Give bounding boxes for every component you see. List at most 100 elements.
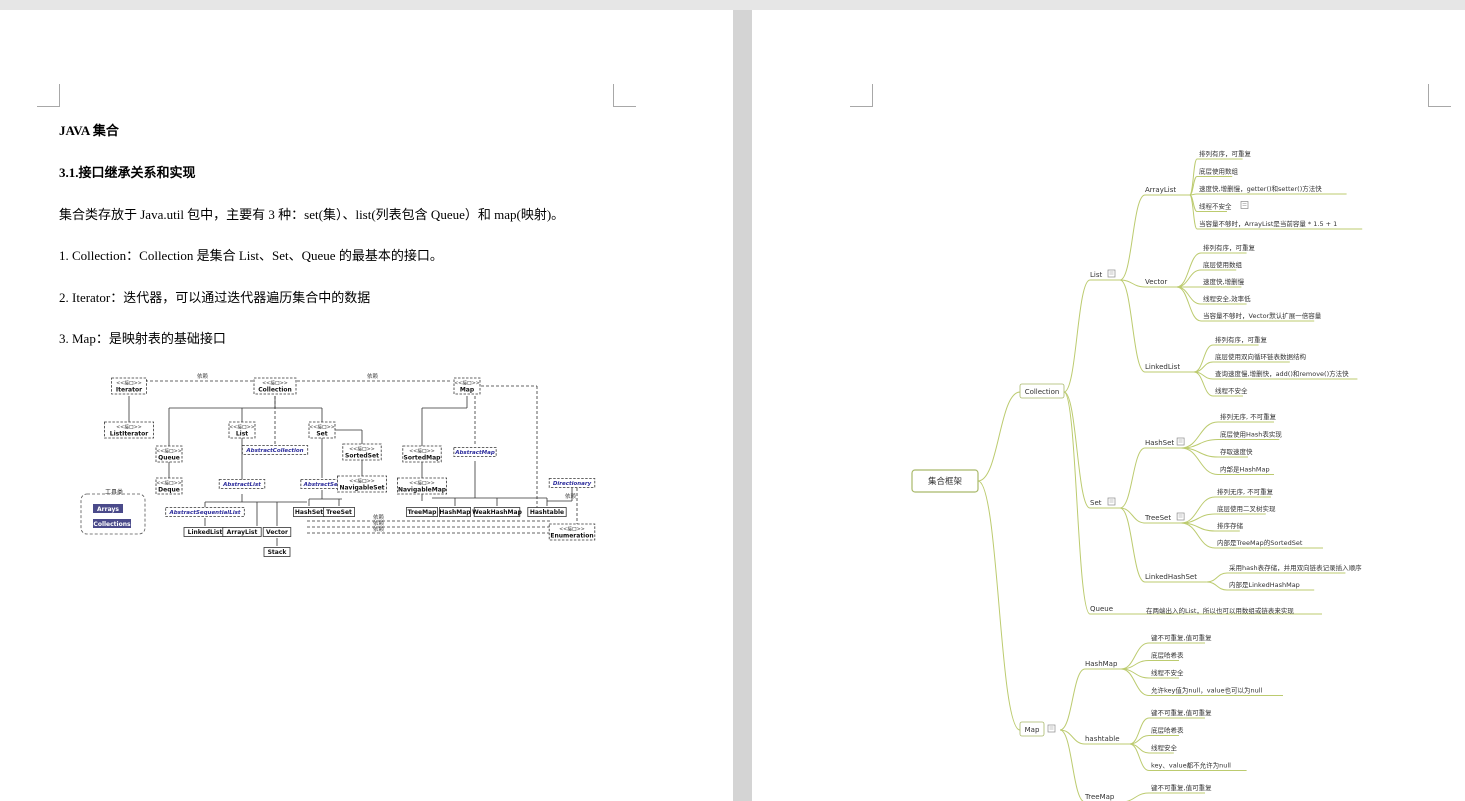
note-icon <box>1107 269 1116 278</box>
depends-label: 依赖 <box>373 513 385 521</box>
note-icon <box>1107 497 1116 506</box>
class-node-linkedlist: LinkedList <box>183 527 227 537</box>
class-node-map: <<接口>>Map <box>453 377 481 395</box>
window-top-bar <box>0 0 1465 10</box>
class-node-label: Map <box>460 387 475 394</box>
class-node-stereotype: <<接口>> <box>262 380 288 387</box>
class-node-sortedmap: <<接口>>SortedMap <box>402 445 442 463</box>
class-node-directionary: Directionary <box>548 478 596 488</box>
mind-map-linkedlist: LinkedList <box>1145 363 1180 371</box>
mind-map-root-box <box>911 469 979 493</box>
class-node-abstractsequentiallist: AbstractSequentialList <box>165 507 245 517</box>
class-node-label: SortedMap <box>404 455 442 462</box>
mind-map-note: 内部是LinkedHashMap <box>1229 580 1300 589</box>
mind-map-root: 集合框架 <box>928 476 963 487</box>
class-node-label: AbstractSequentialList <box>168 510 240 516</box>
class-node-label: Stack <box>268 549 288 556</box>
class-node-iterator: <<接口>>Iterator <box>111 377 147 395</box>
mind-map-note: 查询速度慢,增删快，add()和remove()方法快 <box>1215 369 1349 378</box>
mind-map-note: 排列有序，可重复 <box>1215 335 1268 344</box>
class-node-label: List <box>236 431 248 438</box>
class-node-label: NavigableSet <box>339 485 384 492</box>
mind-map-note: 排列有序，可重复 <box>1203 243 1256 252</box>
class-node-stereotype: <<接口>> <box>349 446 375 453</box>
note-icon <box>1176 512 1185 521</box>
paragraph-collection: 1. Collection：Collection 是集合 List、Set、Qu… <box>59 248 443 263</box>
collection-class-diagram: 依赖 依赖 依赖 依赖 依赖 依赖 工具类 Arrays Collections… <box>80 372 596 557</box>
class-node-sortedset: <<接口>>SortedSet <box>342 443 382 461</box>
mind-map-note: 线程安全,效率低 <box>1203 294 1251 303</box>
mind-map-hashtable: hashtable <box>1085 735 1120 743</box>
class-node-label: Iterator <box>116 387 142 394</box>
class-node-queue: <<接口>>Queue <box>155 445 183 463</box>
mind-map-note: 存取速度快 <box>1220 447 1253 456</box>
class-node-label: Directionary <box>553 481 592 487</box>
class-node-treemap: TreeMap <box>405 507 438 517</box>
paragraph-intro: 集合类存放于 Java.util 包中，主要有 3 种：set(集）、list(… <box>59 207 565 222</box>
class-node-deque: <<接口>>Deque <box>155 477 183 495</box>
class-node-stereotype: <<接口>> <box>409 448 435 455</box>
toolbox-group: 工具类 Arrays Collections <box>80 488 146 535</box>
class-node-label: WeakHashMap <box>472 509 522 516</box>
mind-map-note: 采用hash表存储，并用双向链表记录插入顺序 <box>1229 563 1362 572</box>
class-node-label: ArrayList <box>227 529 258 536</box>
class-node-navigablemap: <<接口>>NavigableMap <box>396 477 447 495</box>
class-node-label: Collection <box>258 387 292 394</box>
class-node-stereotype: <<接口>> <box>116 380 142 387</box>
mind-map-hashmap: HashMap <box>1085 660 1118 668</box>
collection-node-box <box>1019 383 1065 399</box>
mind-map-note: 排列无序, 不可重复 <box>1217 487 1274 496</box>
mind-map-note: 线程不安全 <box>1215 386 1248 395</box>
document-page-left: JAVA 集合 3.1.接口继承关系和实现 集合类存放于 Java.util 包… <box>0 10 733 801</box>
class-node-vector: Vector <box>262 527 292 537</box>
mind-map-vector: Vector <box>1145 278 1167 286</box>
mind-map-note: 底层使用二叉树实现 <box>1217 504 1276 513</box>
margin-crop-mark <box>1428 84 1451 107</box>
mind-map-note: 内部是HashMap <box>1220 465 1270 474</box>
toolbox-title: 工具类 <box>105 488 123 496</box>
class-node-stereotype: <<接口>> <box>116 424 142 431</box>
note-icon <box>1176 437 1185 446</box>
class-node-label: Queue <box>158 455 180 462</box>
class-node-label: AbstractMap <box>454 450 495 456</box>
mind-map-note: 底层使用双向循环链表数据结构 <box>1215 352 1307 361</box>
class-node-collection: <<接口>>Collection <box>253 377 297 395</box>
mind-map-note: 内部是TreeMap的SortedSet <box>1217 538 1303 547</box>
class-node-list: <<接口>>List <box>228 421 256 439</box>
mind-map-note: 速度快,增删慢，getter()和setter()方法快 <box>1199 184 1322 193</box>
mind-map-note: 线程不安全 <box>1151 668 1184 677</box>
class-node-weakhashmap: WeakHashMap <box>472 507 523 517</box>
class-node-label: HashMap <box>439 509 471 516</box>
class-node-abstractset: AbstractSet <box>300 479 344 489</box>
class-node-label: Hashtable <box>530 509 564 516</box>
mind-map-set: Set <box>1090 499 1102 507</box>
mind-map-note: 键不可重复,值可重复 <box>1151 708 1212 717</box>
class-node-stereotype: <<接口>> <box>349 478 375 485</box>
depends-label: 依赖 <box>197 372 209 380</box>
depends-label: 依赖 <box>373 519 385 527</box>
mind-map-note: 排列有序，可重复 <box>1199 149 1252 158</box>
mind-map-note: 线程安全 <box>1151 743 1178 752</box>
document-title: JAVA 集合 <box>59 123 119 138</box>
class-node-set: <<接口>>Set <box>308 421 336 439</box>
mind-map-note: 排序存储 <box>1217 521 1244 530</box>
mind-map-queue-note: 在两端出入的List，所以也可以用数组或链表来实现 <box>1146 606 1294 615</box>
class-node-arraylist: ArrayList <box>222 527 262 537</box>
mind-map-note: 底层使用数组 <box>1199 167 1239 176</box>
depends-label: 依赖 <box>373 525 385 533</box>
mind-map-queue: Queue <box>1090 605 1113 613</box>
note-icon <box>1240 201 1249 209</box>
paragraph-iterator: 2. Iterator：迭代器，可以通过迭代器遍历集合中的数据 <box>59 290 371 305</box>
mind-map-list: List <box>1090 271 1102 279</box>
map-node-box <box>1019 721 1045 737</box>
mind-map-note: 当容量不够时，Vector默认扩展一倍容量 <box>1203 311 1322 320</box>
class-node-label: Vector <box>266 529 288 536</box>
mind-map-note: 键不可重复,值可重复 <box>1151 783 1212 792</box>
section-heading: 3.1.接口继承关系和实现 <box>59 165 196 180</box>
mind-map-note: 允许key值为null，value也可以为null <box>1151 686 1263 695</box>
toolbox-item-arrays: Arrays <box>97 506 119 513</box>
class-node-enumeration: <<接口>>Enumeration <box>548 523 596 541</box>
class-node-hashtable: Hashtable <box>527 507 567 517</box>
margin-crop-mark <box>613 84 636 107</box>
